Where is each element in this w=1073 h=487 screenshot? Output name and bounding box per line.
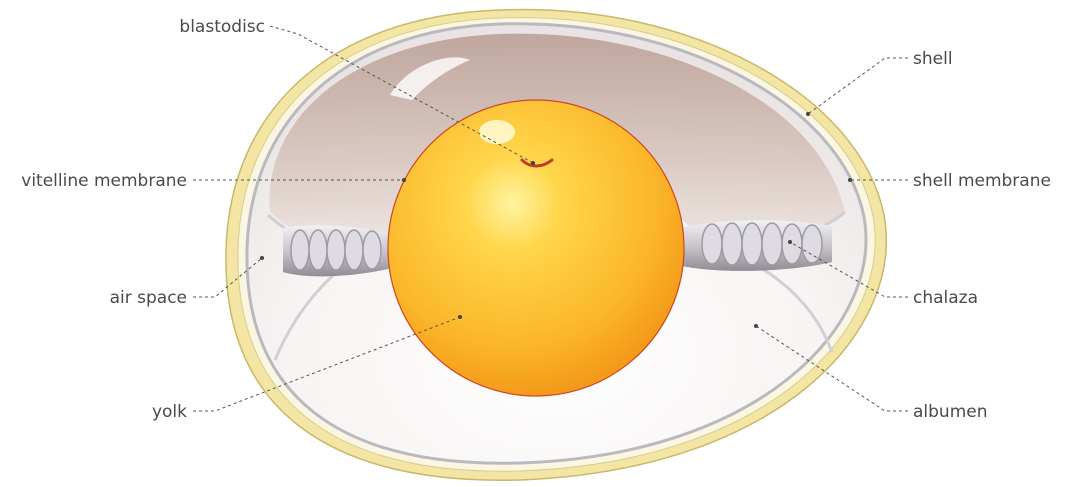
dot-albumen	[754, 324, 758, 328]
yolk-highlight	[479, 120, 515, 144]
dot-vitelline-membrane	[402, 178, 406, 182]
label-chalaza: chalaza	[913, 288, 978, 308]
dot-air-space	[260, 256, 264, 260]
dot-shell-membrane	[848, 178, 852, 182]
dot-shell	[806, 112, 810, 116]
label-shell-membrane: shell membrane	[913, 171, 1051, 191]
label-shell: shell	[913, 49, 953, 69]
dot-blastodisc	[531, 161, 535, 165]
chalaza-left	[283, 225, 392, 276]
chalaza-right	[682, 220, 832, 271]
label-albumen: albumen	[913, 402, 988, 422]
yolk	[388, 100, 684, 396]
label-yolk: yolk	[152, 402, 187, 422]
label-vitelline-membrane: vitelline membrane	[21, 171, 187, 191]
label-blastodisc: blastodisc	[179, 17, 265, 37]
dot-yolk	[458, 315, 462, 319]
dot-chalaza	[788, 240, 792, 244]
leader-shell	[808, 58, 908, 114]
label-air-space: air space	[110, 288, 187, 308]
